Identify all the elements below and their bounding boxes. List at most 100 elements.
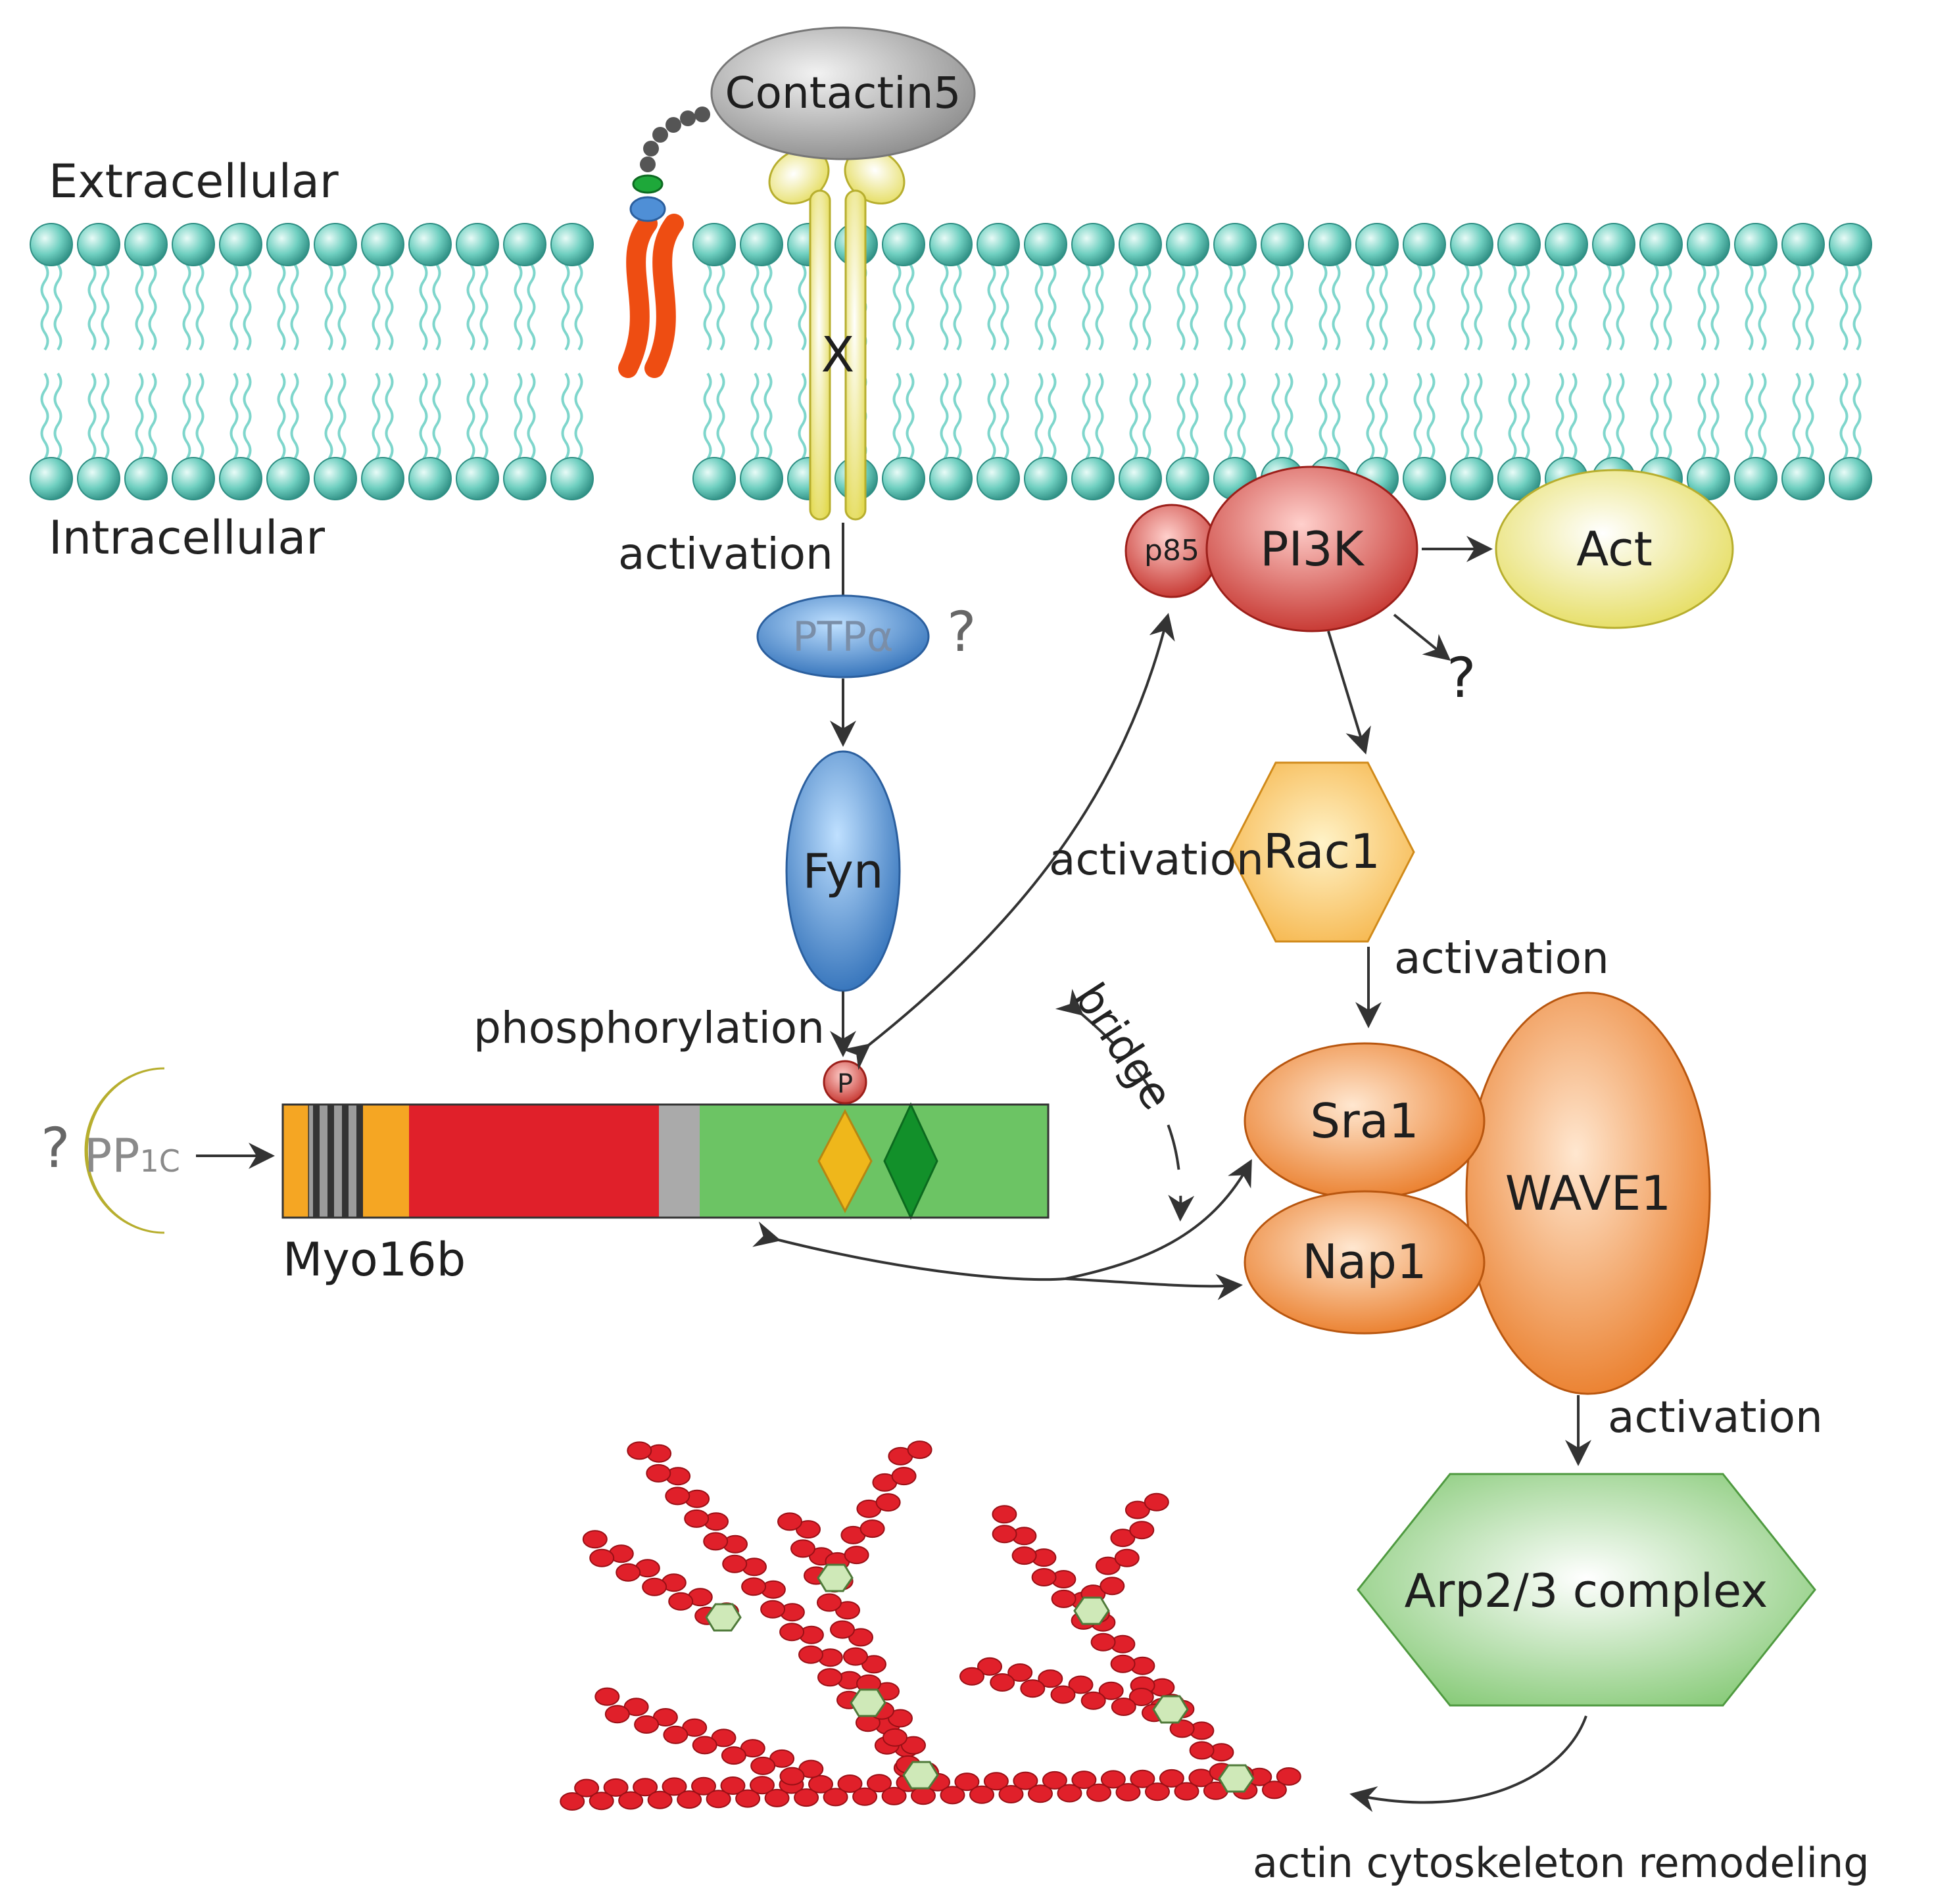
lipid-head: [503, 457, 546, 500]
lipid-head: [361, 223, 404, 266]
lipid-head: [30, 457, 73, 500]
sra1-label: Sra1: [1310, 1093, 1418, 1149]
lipid-tail: [763, 263, 773, 351]
lipid-tail: [1508, 372, 1517, 460]
actin-monomer: [703, 1532, 729, 1551]
lipid-tail: [290, 263, 299, 351]
actin-monomer: [779, 1623, 805, 1642]
bridge-label: bridge: [1065, 974, 1183, 1119]
lipid-tail: [53, 263, 62, 351]
lipid-tail: [87, 263, 97, 351]
phospho-site: P: [823, 1060, 867, 1105]
lipid-tail: [479, 263, 489, 351]
lipid-tail: [135, 372, 144, 460]
lipid-tail: [798, 372, 807, 460]
lipid-tail: [1318, 372, 1328, 460]
arp23-node: Arp2/3 complex: [1357, 1473, 1816, 1707]
lipid-tail: [892, 263, 902, 351]
lipid-head: [1403, 457, 1446, 500]
lipid-tail: [1048, 372, 1057, 460]
lipid-tail: [195, 263, 205, 351]
actin-monomer: [808, 1774, 833, 1794]
lipid-tail: [1474, 372, 1483, 460]
pi3k-label: PI3K: [1260, 521, 1365, 577]
lipid-head: [929, 457, 973, 500]
lipid-tail: [1095, 372, 1104, 460]
actin-monomer: [777, 1512, 802, 1531]
rac1-node: Rac1: [1228, 761, 1415, 943]
actin-monomer: [1031, 1568, 1057, 1586]
lipid-tail: [703, 263, 712, 351]
wave1-node: WAVE1: [1465, 991, 1711, 1395]
actin-monomer: [764, 1788, 790, 1807]
lipid-tail: [940, 263, 949, 351]
lipid-tail: [1284, 372, 1293, 460]
actin-monomer: [1276, 1767, 1301, 1786]
actin-monomer: [647, 1790, 673, 1809]
lipid-tail: [1129, 372, 1138, 460]
lipid-tail: [324, 263, 333, 351]
lipid-head: [1166, 457, 1209, 500]
lipid-tail: [527, 372, 536, 460]
actin-monomer: [1095, 1556, 1121, 1575]
lipid-tail: [1758, 263, 1767, 351]
lipid-tail: [1461, 372, 1470, 460]
lipid-tail: [1413, 263, 1422, 351]
lipid-tail: [1366, 372, 1375, 460]
lipid-head: [172, 223, 215, 266]
lipid-head: [1071, 223, 1115, 266]
plasma-membrane: [30, 223, 1872, 500]
lipid-tail: [372, 372, 381, 460]
actin-monomer: [794, 1788, 819, 1807]
lipid-head: [456, 457, 499, 500]
lipid-tail: [148, 263, 157, 351]
actin-monomer: [627, 1441, 652, 1460]
lipid-tail: [1650, 263, 1659, 351]
actin-monomer: [1100, 1770, 1126, 1789]
pp1c-sub: 1C: [139, 1143, 180, 1179]
actin-monomer: [594, 1687, 620, 1706]
actin-monomer: [837, 1774, 863, 1793]
lipid-tail: [906, 263, 915, 351]
actin-monomer: [1169, 1719, 1195, 1738]
actin-monomer: [1038, 1669, 1063, 1688]
lipid-tail: [1082, 263, 1091, 351]
actin-monomer: [891, 1467, 917, 1486]
actin-monomer: [1068, 1675, 1094, 1694]
lipid-tail: [1852, 372, 1862, 460]
actin-monomer: [907, 1440, 932, 1460]
lipid-tail: [277, 372, 286, 460]
lipid-tail: [1237, 372, 1246, 460]
actin-monomer: [741, 1577, 767, 1596]
lipid-head: [1403, 223, 1446, 266]
actin-monomer: [604, 1705, 630, 1724]
lipid-tail: [337, 372, 347, 460]
lipid-tail: [40, 263, 49, 351]
lipid-head: [361, 457, 404, 500]
arp23-branch-point: [705, 1603, 742, 1632]
lipid-head: [977, 223, 1020, 266]
pi3k-node: PI3K: [1205, 465, 1418, 632]
actin-monomer: [859, 1519, 885, 1538]
arp23-branch-point: [1218, 1764, 1255, 1793]
actin-monomer: [663, 1725, 689, 1744]
extracellular-label: Extracellular: [49, 155, 339, 208]
lipid-head: [1734, 457, 1777, 500]
lipid-head: [30, 223, 73, 266]
lipid-tail: [574, 372, 583, 460]
lipid-tail: [953, 263, 962, 351]
lipid-head: [929, 223, 973, 266]
p85-label: p85: [1144, 534, 1199, 567]
actin-monomer: [616, 1563, 641, 1582]
lipid-head: [1450, 223, 1493, 266]
actin-monomer: [1090, 1632, 1116, 1652]
lipid-tail: [892, 372, 902, 460]
actin-monomer: [1128, 1688, 1154, 1706]
lipid-tail: [135, 263, 144, 351]
lipid-tail: [1426, 263, 1436, 351]
lipid-tail: [1224, 372, 1233, 460]
lipid-tail: [716, 263, 725, 351]
actin-remodeling-label: actin cytoskeleton remodeling: [1253, 1839, 1870, 1887]
lipid-tail: [1555, 372, 1564, 460]
